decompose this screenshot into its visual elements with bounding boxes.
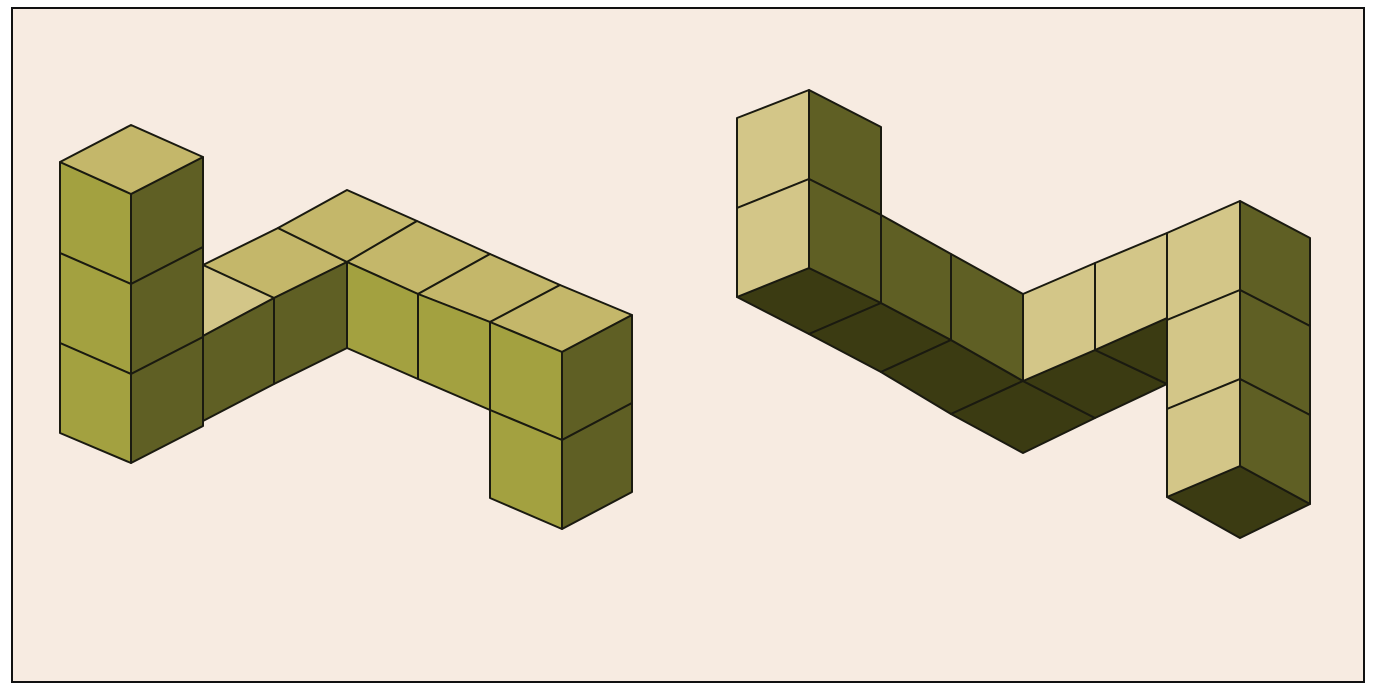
right-cube-structure: [736, 89, 1311, 539]
cube-wall-face: [736, 178, 810, 298]
left-structure-end-column: [489, 284, 633, 530]
cube-top-face: [59, 124, 204, 195]
cube-wall-face: [1239, 378, 1311, 505]
cube-side-face: [561, 402, 633, 530]
right-structure-left-column: [736, 89, 810, 298]
left-structure-tall-column: [59, 124, 204, 464]
left-structure-back-row: [202, 189, 561, 422]
right-structure-back-wall: [808, 89, 1168, 382]
right-structure-floor: [736, 267, 1311, 539]
left-cube-structure: [59, 124, 633, 530]
right-structure-right-column: [1166, 200, 1311, 505]
cube-side-face: [130, 336, 204, 464]
